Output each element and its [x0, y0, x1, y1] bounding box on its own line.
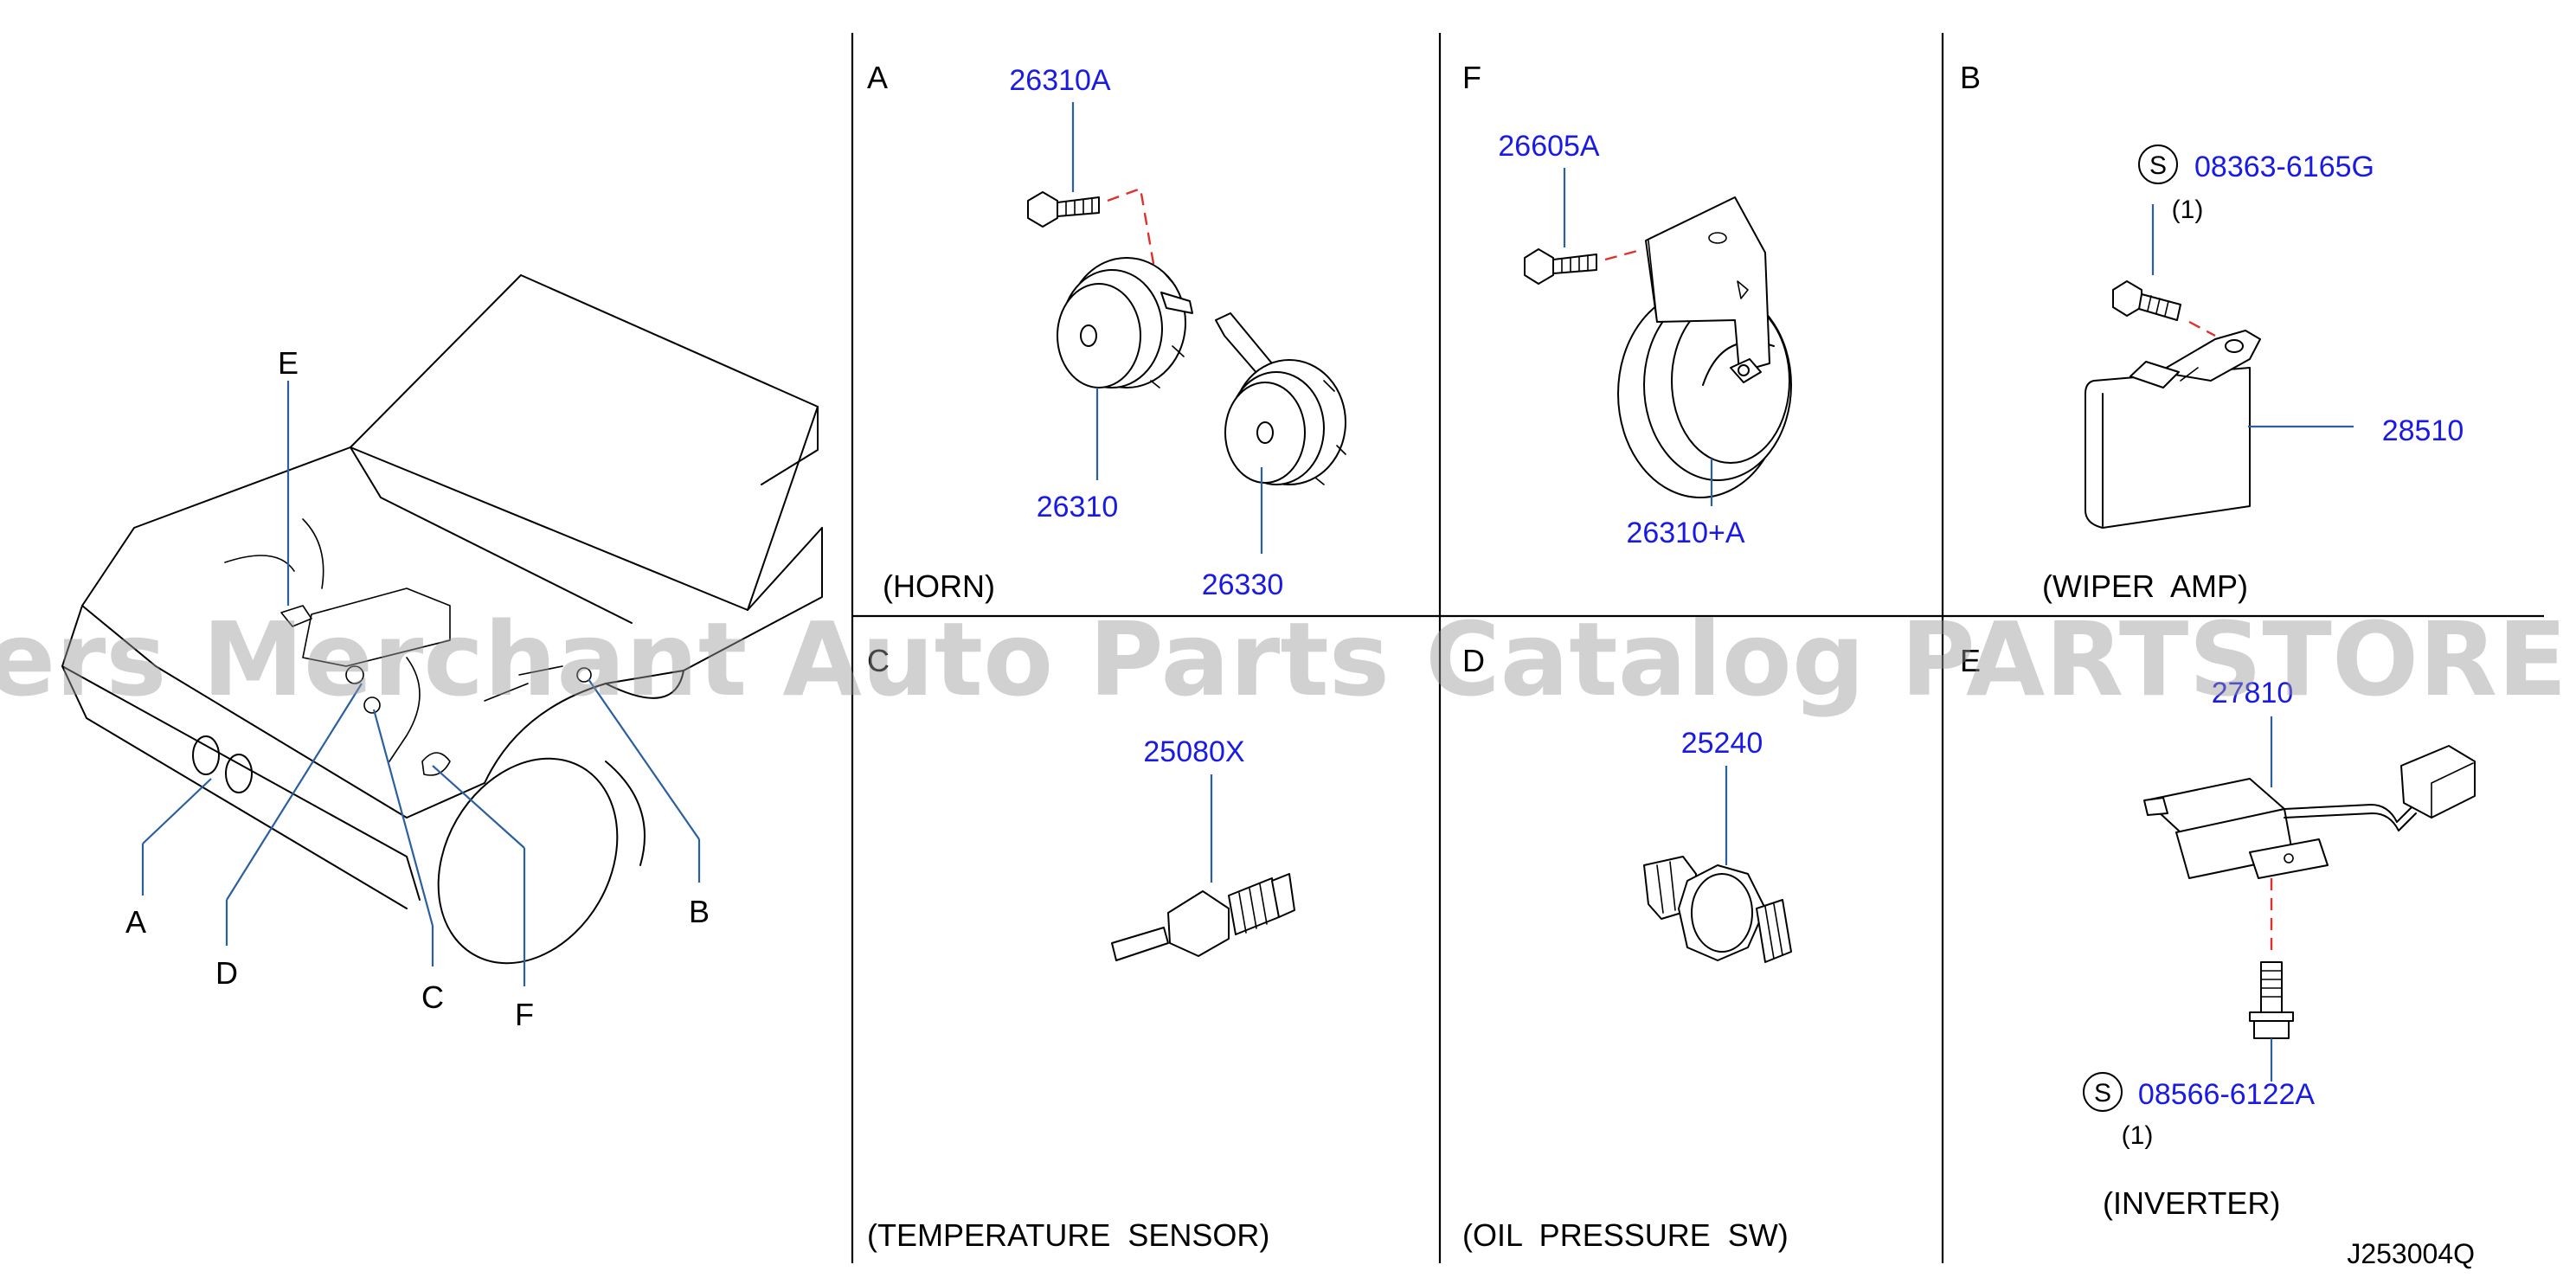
panel-b-caption: (WIPER AMP) — [2042, 568, 2248, 604]
panel-a-caption: (HORN) — [883, 568, 995, 604]
bolt-26310a — [1027, 191, 1100, 228]
panel-a-horn: A 26310A 26310 263 — [867, 60, 1346, 604]
horn-26330 — [1215, 312, 1346, 485]
callout-f: F — [515, 997, 534, 1032]
part-26310-label: 26310 — [1037, 491, 1119, 523]
callout-e: E — [278, 345, 299, 381]
panel-f-letter: F — [1462, 60, 1481, 95]
part-26310a-label: 26310A — [1009, 64, 1111, 97]
diagram-code: J253004Q — [2347, 1238, 2475, 1269]
panel-c-letter: C — [867, 643, 890, 678]
callout-c: C — [421, 979, 444, 1015]
panel-b-wiper-amp: B S 08363-6165G (1) 28510 (WIPER AMP) — [1960, 60, 2464, 604]
panel-f-horn: F 26605A 26310+A — [1462, 60, 1792, 549]
horn-26310a — [1617, 196, 1792, 498]
callout-a: A — [125, 904, 146, 940]
callout-b: B — [689, 894, 710, 929]
part-26605a-label: 26605A — [1498, 130, 1600, 163]
callout-d: D — [215, 955, 238, 991]
s-symbol-icon-e — [2083, 1072, 2123, 1112]
panel-d-oil-pressure: D 25240 (OIL PRESSURE SW) — [1462, 643, 1792, 1253]
panel-c-temp-sensor: C 25080X (TEMPERATURE SENSOR) — [867, 643, 1295, 1253]
panel-e-caption: (INVERTER) — [2103, 1185, 2280, 1221]
horn-26310 — [1057, 257, 1193, 388]
panel-a-letter: A — [867, 60, 888, 95]
watermark-text: Offers Merchant Auto Parts Catalog PARTS… — [0, 600, 2576, 719]
overview-callouts: E A D C F B — [125, 345, 710, 1032]
overview-leaders — [141, 381, 701, 986]
screw-prefix-s-e: S — [2094, 1079, 2111, 1107]
amp-28510 — [2085, 330, 2261, 529]
panel-d-caption: (OIL PRESSURE SW) — [1462, 1217, 1789, 1253]
part-08363-6165g-label: 08363-6165G — [2194, 151, 2374, 183]
part-25080x-label: 25080X — [1143, 735, 1244, 768]
s-symbol-icon — [2138, 144, 2178, 184]
screw-prefix-s: S — [2149, 151, 2167, 180]
panel-b-letter: B — [1960, 60, 1981, 95]
panel-d-letter: D — [1462, 643, 1485, 678]
panel-c-caption: (TEMPERATURE SENSOR) — [867, 1217, 1269, 1253]
part-27810-label: 27810 — [2212, 677, 2294, 709]
inverter-27810 — [2143, 745, 2476, 879]
screw-08363 — [2112, 280, 2181, 321]
screw-qty-b: (1) — [2172, 196, 2204, 224]
part-28510-label: 28510 — [2382, 414, 2464, 447]
overview-car — [61, 274, 823, 965]
screw-qty-e: (1) — [2122, 1121, 2154, 1150]
part-25240-label: 25240 — [1681, 727, 1763, 760]
switch-25240 — [1643, 856, 1792, 963]
part-26330-label: 26330 — [1202, 568, 1284, 601]
panel-e-inverter: E 27810 S 08566-6122A (1) (INVERTER) — [1960, 643, 2476, 1221]
panel-e-letter: E — [1960, 643, 1981, 678]
screw-08566 — [2249, 961, 2294, 1039]
sensor-25080x — [1111, 873, 1295, 961]
part-08566-6122a-label: 08566-6122A — [2138, 1078, 2316, 1111]
panel-grid — [851, 33, 2544, 1263]
part-26310-a-label: 26310+A — [1626, 517, 1744, 549]
bolt-26605a — [1524, 248, 1597, 285]
